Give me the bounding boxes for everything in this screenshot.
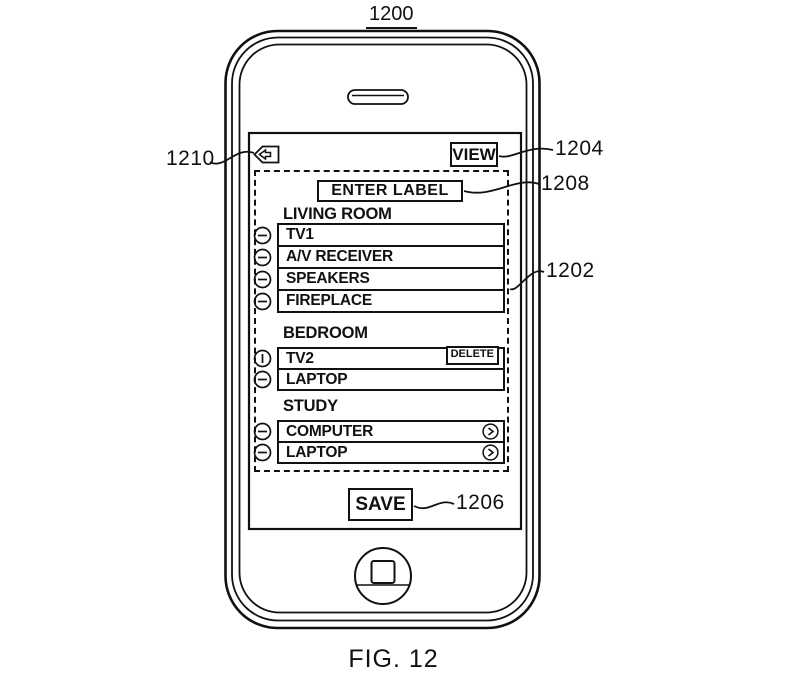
device-row-laptop-bedroom[interactable]: LAPTOP bbox=[279, 368, 503, 389]
back-arrow-icon bbox=[253, 145, 280, 164]
chevron-circle-icon[interactable] bbox=[482, 444, 499, 461]
device-table-study: COMPUTER LAPTOP bbox=[277, 420, 505, 464]
minus-circle-icon[interactable] bbox=[253, 370, 272, 389]
minus-circle-icon[interactable] bbox=[253, 226, 272, 245]
device-list-area bbox=[254, 170, 509, 472]
device-row-computer[interactable]: COMPUTER bbox=[279, 422, 503, 441]
device-label: SPEAKERS bbox=[286, 270, 370, 287]
section-title-bedroom: BEDROOM bbox=[283, 324, 368, 342]
minus-circle-icon[interactable] bbox=[253, 422, 272, 441]
device-row-tv2[interactable]: TV2 DELETE bbox=[279, 346, 503, 368]
leader-line-1208 bbox=[463, 181, 540, 194]
device-label: A/V RECEIVER bbox=[286, 248, 393, 265]
device-row-fireplace[interactable]: FIREPLACE bbox=[279, 289, 503, 311]
back-button[interactable] bbox=[253, 145, 280, 164]
device-table-living-room: TV1 A/V RECEIVER SPEAKERS FIREPLACE bbox=[277, 223, 505, 313]
speaker-slot bbox=[347, 89, 409, 105]
chevron-circle-icon[interactable] bbox=[482, 423, 499, 440]
minus-circle-icon[interactable] bbox=[253, 248, 272, 267]
phone-screen-border bbox=[247, 131, 523, 531]
view-button[interactable]: VIEW bbox=[450, 142, 498, 167]
leader-line-1210 bbox=[209, 150, 255, 165]
device-label: FIREPLACE bbox=[286, 292, 373, 309]
phone-middle-outline bbox=[231, 36, 534, 622]
callout-1208: 1208 bbox=[541, 172, 590, 195]
phone-bezel-outline bbox=[238, 43, 528, 614]
figure-ref-1200: 1200 bbox=[366, 3, 417, 29]
callout-1206: 1206 bbox=[456, 491, 505, 514]
device-label: LAPTOP bbox=[286, 443, 348, 461]
enter-label-button-label: ENTER LABEL bbox=[331, 182, 449, 199]
section-title-living-room: LIVING ROOM bbox=[283, 205, 392, 223]
minus-circle-icon[interactable] bbox=[253, 443, 272, 462]
device-label: TV1 bbox=[286, 226, 314, 243]
view-button-label: VIEW bbox=[452, 144, 496, 164]
circled-bar-icon[interactable] bbox=[253, 349, 272, 368]
section-title-study: STUDY bbox=[283, 397, 338, 415]
save-button[interactable]: SAVE bbox=[348, 488, 413, 521]
leader-line-1204 bbox=[498, 147, 554, 158]
device-label: TV2 bbox=[286, 349, 314, 367]
callout-1210: 1210 bbox=[166, 147, 215, 170]
leader-line-1202 bbox=[509, 270, 545, 291]
device-row-speakers[interactable]: SPEAKERS bbox=[279, 267, 503, 289]
device-table-bedroom: TV2 DELETE LAPTOP bbox=[277, 346, 505, 391]
callout-1202: 1202 bbox=[546, 259, 595, 282]
figure-caption: FIG. 12 bbox=[348, 645, 439, 673]
leader-line-1206 bbox=[413, 501, 455, 509]
enter-label-button[interactable]: ENTER LABEL bbox=[317, 180, 463, 202]
home-button[interactable] bbox=[354, 547, 412, 605]
device-row-av-receiver[interactable]: A/V RECEIVER bbox=[279, 245, 503, 267]
save-button-label: SAVE bbox=[355, 493, 406, 515]
device-row-laptop-study[interactable]: LAPTOP bbox=[279, 441, 503, 462]
delete-button[interactable]: DELETE bbox=[445, 346, 499, 365]
device-row-tv1[interactable]: TV1 bbox=[279, 225, 503, 245]
callout-1204: 1204 bbox=[555, 137, 604, 160]
minus-circle-icon[interactable] bbox=[253, 270, 272, 289]
device-label: LAPTOP bbox=[286, 370, 348, 388]
minus-circle-icon[interactable] bbox=[253, 292, 272, 311]
phone-outer-outline bbox=[224, 29, 541, 630]
device-label: COMPUTER bbox=[286, 422, 374, 440]
